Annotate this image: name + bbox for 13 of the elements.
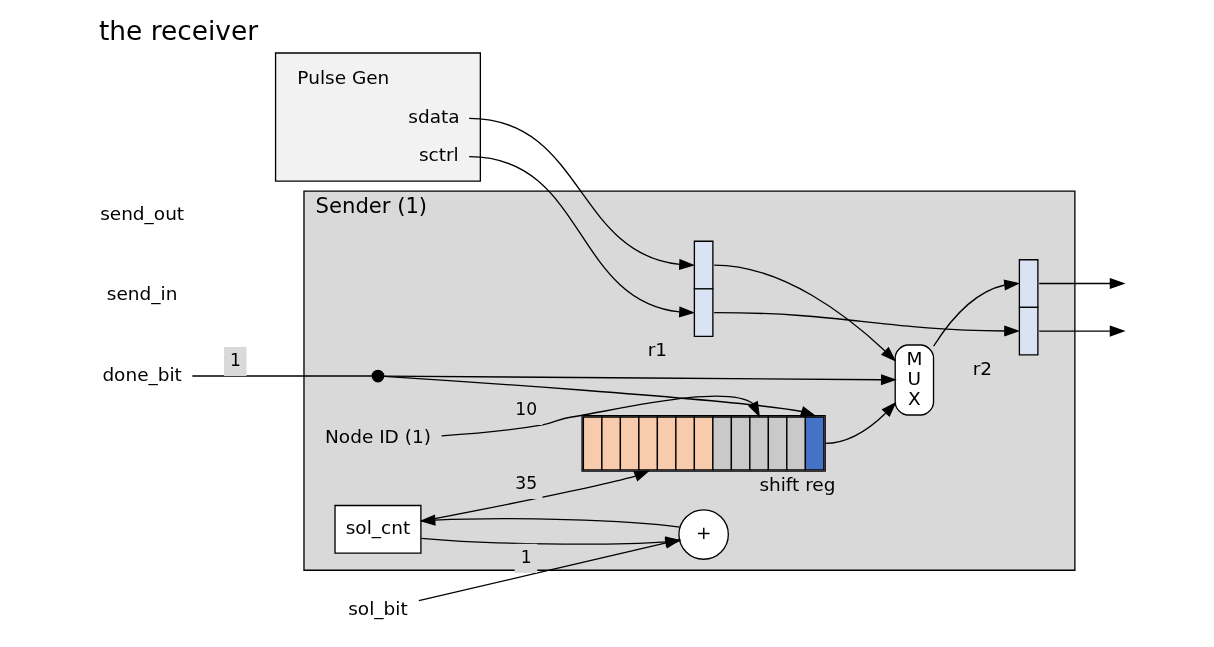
node-label: r1	[647, 339, 668, 361]
node-text: Node ID (1)	[325, 426, 431, 447]
label: send_in	[106, 283, 178, 305]
node-label: shift reg	[759, 474, 836, 496]
diagram-title: the receiver	[98, 14, 259, 46]
node-text: done_bit	[102, 363, 182, 385]
label: send_out	[100, 202, 185, 224]
node-label: r2	[972, 357, 993, 379]
edge-label: 1	[520, 546, 532, 567]
edge-label: 35	[515, 472, 538, 493]
edge-label: 1	[229, 349, 241, 370]
node-text: sol_bit	[348, 597, 408, 619]
edge-label: 10	[515, 398, 538, 419]
